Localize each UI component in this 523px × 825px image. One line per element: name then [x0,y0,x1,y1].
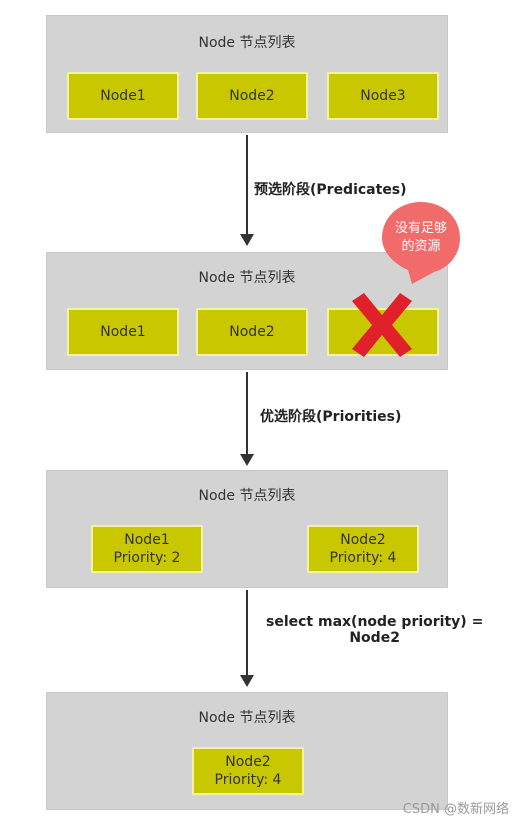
callout-bubble [382,202,460,284]
panel-title: Node 节点列表 [198,488,296,504]
priority-label: Priority: 4 [214,772,282,788]
node-label: Node1 [100,88,146,104]
node-label: Node1 [100,324,146,340]
node-priority-box: Node2 Priority: 4 [307,525,419,573]
callout-text: 没有足够 的资源 [378,220,464,256]
node-box: Node3 [327,72,439,120]
node-box: Node2 [196,308,308,356]
panel-stage2: Node 节点列表 Node1 Node2 [46,252,448,370]
node-label: Node3 [360,88,406,104]
select-line: Node2 [349,630,400,646]
node-box: Node2 [196,72,308,120]
panel-stage1: Node 节点列表 Node1 Node2 Node3 [46,15,448,133]
stage-label-predicates: 预选阶段(Predicates) [254,182,407,198]
node-priority-box: Node2 Priority: 4 [192,747,304,795]
node-box: Node1 [67,72,179,120]
arrow-shaft [246,135,248,235]
stage-label-select: select max(node priority) = Node2 [266,614,483,646]
arrow-head [240,454,254,466]
node-box: Node1 [67,308,179,356]
callout-line: 没有足够 [394,221,447,236]
node-label: Node2 [229,324,275,340]
arrow-shaft [246,372,248,455]
panel-title: Node 节点列表 [198,35,296,51]
callout-line: 的资源 [401,239,441,254]
arrow-head [240,675,254,687]
stage-label-priorities: 优选阶段(Priorities) [260,409,402,425]
watermark: CSDN @数新网络 [402,802,509,817]
node-label: Node2 [229,88,275,104]
panel-stage3: Node 节点列表 Node1 Priority: 2 Node2 Priori… [46,470,448,588]
panel-stage4: Node 节点列表 Node2 Priority: 4 [46,692,448,810]
arrow-head [240,234,254,246]
node-label: Node2 [340,532,386,548]
node-priority-box: Node1 Priority: 2 [91,525,203,573]
panel-title: Node 节点列表 [198,710,296,726]
panel-title: Node 节点列表 [198,270,296,286]
arrow-shaft [246,590,248,676]
reject-x-icon [352,293,412,357]
node-label: Node1 [124,532,170,548]
priority-label: Priority: 4 [329,550,397,566]
node-label: Node2 [225,754,271,770]
select-line: select max(node priority) = [266,614,484,630]
priority-label: Priority: 2 [113,550,181,566]
